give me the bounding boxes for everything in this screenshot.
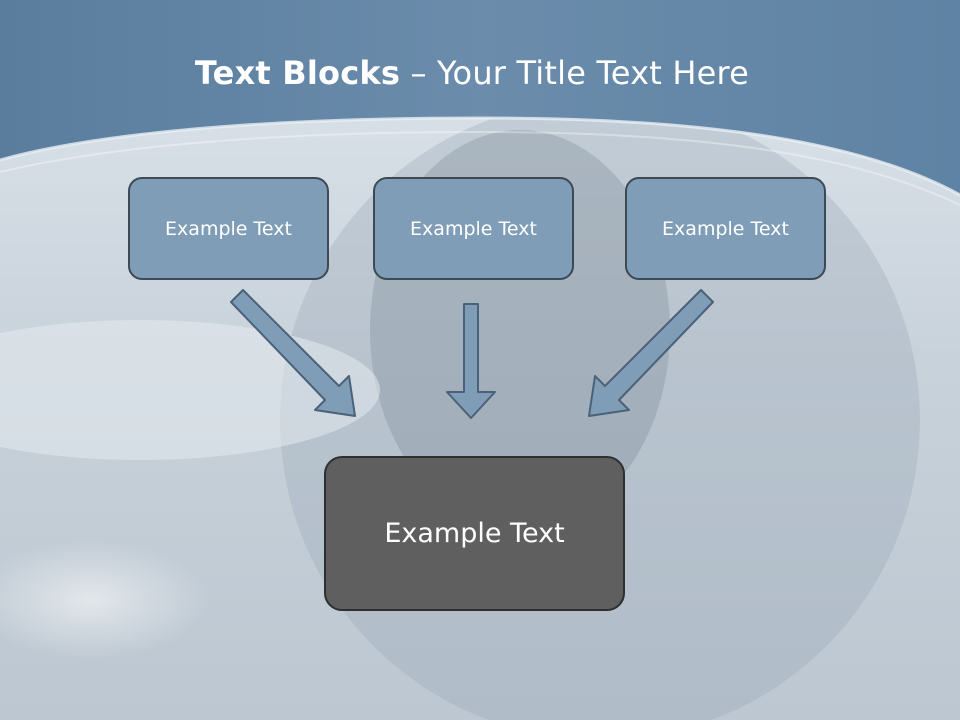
text-block-2[interactable]: Example Text bbox=[373, 177, 574, 280]
target-text-block-label: Example Text bbox=[384, 518, 565, 549]
text-block-2-label: Example Text bbox=[410, 217, 537, 240]
arrow-left bbox=[230, 289, 356, 417]
text-block-1-label: Example Text bbox=[165, 217, 292, 240]
slide-title-bold: Text Blocks bbox=[194, 54, 401, 92]
text-block-1[interactable]: Example Text bbox=[128, 177, 329, 280]
target-text-block[interactable]: Example Text bbox=[324, 456, 625, 611]
text-block-3[interactable]: Example Text bbox=[625, 177, 826, 280]
arrow-center bbox=[446, 303, 496, 419]
slide-title: Text Blocks – Your Title Text Here bbox=[0, 54, 944, 92]
slide-title-rest: – Your Title Text Here bbox=[400, 54, 750, 92]
arrow-right bbox=[588, 289, 714, 417]
text-block-3-label: Example Text bbox=[662, 217, 789, 240]
